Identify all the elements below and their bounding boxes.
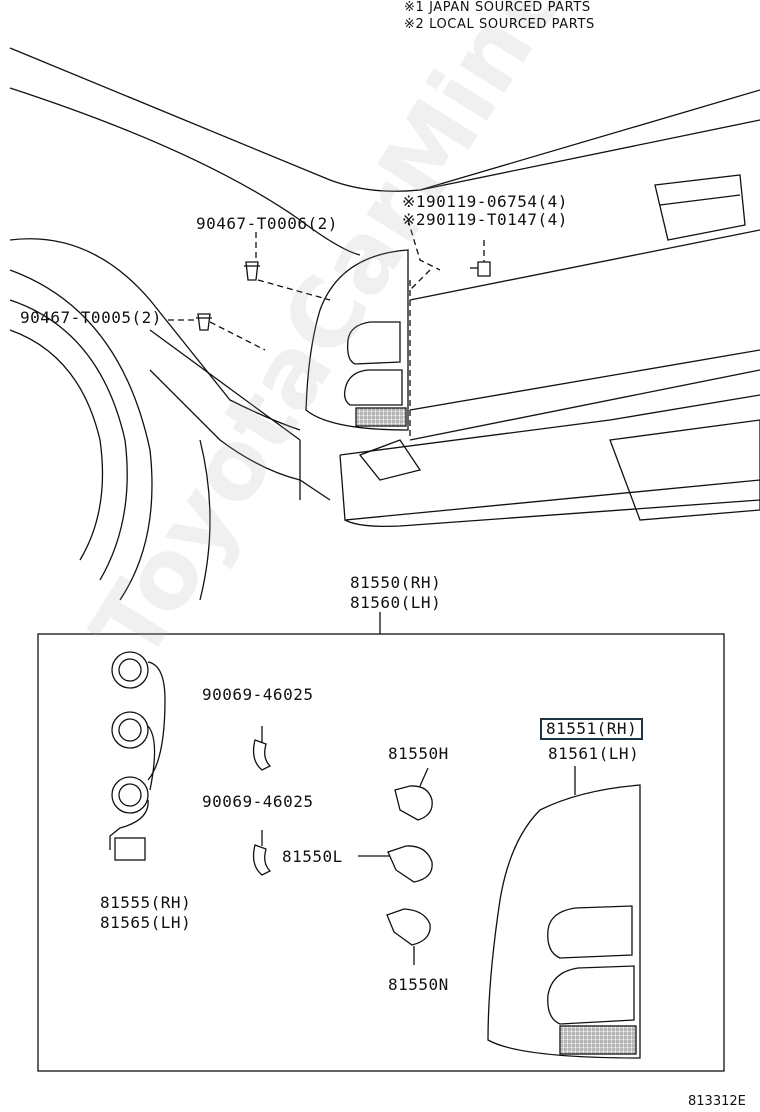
wiring-harness [109, 651, 166, 861]
label-assy-rh[interactable]: 81550(RH) [350, 573, 442, 592]
label-socket-upper[interactable]: 90069-46025 [202, 685, 314, 704]
leader-lines-upper [168, 219, 485, 440]
label-bulb-n[interactable]: 81550N [388, 975, 449, 994]
label-lens-lh[interactable]: 81561(LH) [548, 744, 640, 763]
label-bulb-l[interactable]: 81550L [282, 847, 343, 866]
assembly-box [37, 633, 725, 1072]
label-wire-lh[interactable]: 81565(LH) [100, 913, 192, 932]
clip-icon-lower [196, 313, 212, 331]
note-japan-sourced: ※1 JAPAN SOURCED PARTS [404, 0, 591, 15]
tail-lamp-lens [487, 784, 641, 1059]
bulb-icon-h [394, 785, 433, 821]
label-lens-rh-highlighted[interactable]: 81551(RH) [540, 718, 644, 740]
clip-icon-upper [244, 261, 260, 281]
wheel-arch [9, 269, 211, 601]
socket-icon-upper [252, 739, 272, 771]
label-wire-rh[interactable]: 81555(RH) [100, 893, 192, 912]
note-local-sourced: ※2 LOCAL SOURCED PARTS [404, 17, 595, 32]
label-clip-lower[interactable]: 90467-T0005(2) [20, 308, 162, 327]
figure-number: 813312E [688, 1094, 746, 1109]
installed-tail-lamp [305, 249, 409, 431]
label-screw-local[interactable]: ※290119-T0147(4) [402, 210, 568, 229]
vehicle-body [9, 47, 760, 528]
socket-icon-lower [252, 844, 272, 876]
label-screw-japan[interactable]: ※190119-06754(4) [402, 192, 568, 211]
label-clip-upper[interactable]: 90467-T0006(2) [196, 214, 338, 233]
bulb-icon-n [386, 908, 431, 946]
label-bulb-h[interactable]: 81550H [388, 744, 449, 763]
bulb-icon-l [387, 845, 433, 883]
screw-icon [470, 261, 491, 277]
label-assy-lh[interactable]: 81560(LH) [350, 593, 442, 612]
label-socket-lower[interactable]: 90069-46025 [202, 792, 314, 811]
